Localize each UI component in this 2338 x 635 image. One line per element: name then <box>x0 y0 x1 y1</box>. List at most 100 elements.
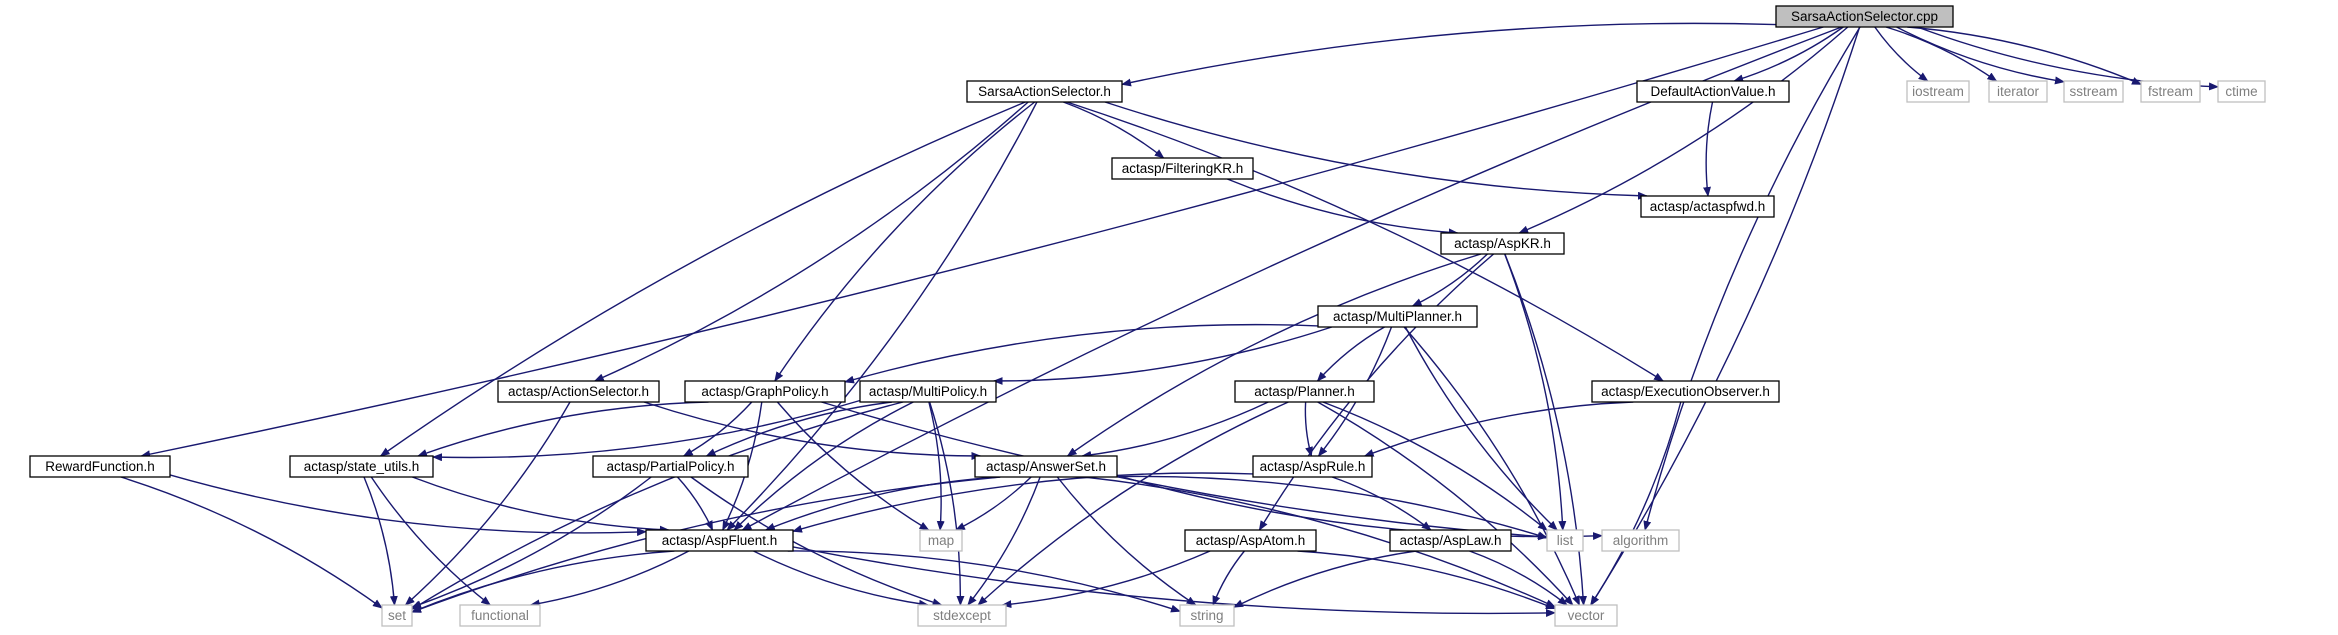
edge-gp_h-to-list <box>821 401 1548 541</box>
node-box <box>1389 529 1512 552</box>
node-eo-h[interactable]: actasp/ExecutionObserver.h <box>1591 380 1780 403</box>
node-pl-h[interactable]: actasp/Planner.h <box>1234 380 1375 403</box>
edge-pl_h-to-list <box>1322 401 1548 531</box>
node-box <box>459 604 541 627</box>
node-string: string <box>1179 604 1235 627</box>
edge-rf_h-to-set <box>120 476 383 609</box>
node-label: actasp/MultiPolicy.h <box>869 384 987 399</box>
node-box <box>966 80 1123 103</box>
edge-sas_h-to-gp_h <box>774 101 1036 382</box>
node-pp-h[interactable]: actasp/PartialPolicy.h <box>592 455 749 478</box>
edge-fkr_h-to-akr_h <box>1227 178 1459 237</box>
node-label: actasp/actaspfwd.h <box>1650 199 1766 214</box>
node-box <box>1988 80 2048 103</box>
edge-ans_h-to-stdexcept <box>967 476 1041 606</box>
node-al-h[interactable]: actasp/AspLaw.h <box>1389 529 1512 552</box>
edge-gp_h-to-pp_h <box>682 401 753 457</box>
node-mp-h[interactable]: actasp/MultiPlanner.h <box>1317 305 1478 328</box>
node-box <box>1640 195 1775 218</box>
node-rf-h[interactable]: RewardFunction.h <box>29 455 171 478</box>
node-sas-cpp[interactable]: SarsaActionSelector.cpp <box>1775 5 1954 28</box>
node-box <box>592 455 749 478</box>
node-box <box>1234 380 1375 403</box>
node-ctime: ctime <box>2217 80 2266 103</box>
edge-pl_h-to-stdexcept <box>977 401 1289 606</box>
node-gp-h[interactable]: actasp/GraphPolicy.h <box>684 380 846 403</box>
edge-eo_h-to-vector <box>1590 401 1682 606</box>
edge-sas_h-to-fkr_h <box>1063 101 1165 159</box>
edge-eo_h-to-ar_h <box>1363 401 1634 457</box>
edge-ans_h-to-string <box>1056 476 1197 606</box>
edge-sas_cpp-to-iterator <box>1885 26 1998 82</box>
edge-ar_h-to-af_h <box>792 472 1254 533</box>
edge-su_h-to-functional <box>370 476 491 606</box>
edge-su_h-to-af_h <box>412 476 670 534</box>
edge-sas_h-to-eo_h <box>1066 101 1664 382</box>
edge-akr_h-to-vector <box>1504 253 1588 606</box>
edge-pp_h-to-af_h <box>676 476 714 531</box>
edge-mpol_h-to-su_h <box>432 399 861 462</box>
edge-pl_h-to-vector <box>1317 401 1574 606</box>
node-label: stdexcept <box>933 608 991 623</box>
node-fkr-h[interactable]: actasp/FilteringKR.h <box>1111 157 1254 180</box>
node-algorithm: algorithm <box>1601 529 1680 552</box>
node-box <box>917 604 1007 627</box>
edge-ans_h-to-list <box>1116 475 1548 540</box>
node-label: fstream <box>2148 84 2193 99</box>
node-fstream: fstream <box>2140 80 2201 103</box>
node-fwd-h[interactable]: actasp/actaspfwd.h <box>1640 195 1775 218</box>
node-box <box>1252 455 1373 478</box>
node-box <box>974 455 1118 478</box>
node-sstream: sstream <box>2063 80 2124 103</box>
node-box <box>1554 604 1618 627</box>
node-sas-h[interactable]: SarsaActionSelector.h <box>966 80 1123 103</box>
node-label: actasp/AspFluent.h <box>662 533 778 548</box>
node-dav-h[interactable]: DefaultActionValue.h <box>1636 80 1790 103</box>
node-su-h[interactable]: actasp/state_utils.h <box>289 455 434 478</box>
node-box <box>29 455 171 478</box>
node-box <box>919 529 963 552</box>
edge-af_h-to-functional <box>529 550 690 608</box>
edge-ar_h-to-al_h <box>1331 476 1432 531</box>
node-box <box>1440 232 1565 255</box>
node-mpol-h[interactable]: actasp/MultiPolicy.h <box>859 380 997 403</box>
node-ar-h[interactable]: actasp/AspRule.h <box>1252 455 1373 478</box>
node-as-h[interactable]: actasp/ActionSelector.h <box>497 380 660 403</box>
edge-mpol_h-to-set <box>411 401 904 610</box>
node-label: string <box>1190 608 1223 623</box>
edge-ans_h-to-algorithm <box>1116 474 1603 541</box>
node-box <box>1636 80 1790 103</box>
edge-sas_cpp-to-fstream <box>1907 26 2142 85</box>
node-label: actasp/PartialPolicy.h <box>606 459 734 474</box>
edge-aa_h-to-stdexcept <box>1001 550 1211 609</box>
node-iostream: iostream <box>1906 80 1970 103</box>
edge-af_h-to-stdexcept <box>753 550 929 608</box>
node-aa-h[interactable]: actasp/AspAtom.h <box>1184 529 1317 552</box>
edge-sas_h-to-fwd_h <box>1104 101 1648 200</box>
edge-pp_h-to-set <box>411 476 652 609</box>
edge-sas_cpp-to-rf_h <box>140 26 1824 459</box>
edge-su_h-to-set <box>363 476 398 606</box>
node-label: actasp/AspAtom.h <box>1196 533 1306 548</box>
node-stdexcept: stdexcept <box>917 604 1007 627</box>
node-label: functional <box>471 608 529 623</box>
node-box <box>684 380 846 403</box>
node-akr-h[interactable]: actasp/AspKR.h <box>1440 232 1565 255</box>
node-ans-h[interactable]: actasp/AnswerSet.h <box>974 455 1118 478</box>
node-label: DefaultActionValue.h <box>1650 84 1775 99</box>
node-label: actasp/GraphPolicy.h <box>701 384 828 399</box>
node-label: SarsaActionSelector.h <box>978 84 1111 99</box>
edge-as_h-to-set <box>404 401 571 606</box>
node-box <box>2140 80 2201 103</box>
node-box <box>2063 80 2124 103</box>
node-label: actasp/AspKR.h <box>1454 236 1551 251</box>
edge-pl_h-to-ans_h <box>1081 401 1269 459</box>
node-label: list <box>1557 533 1574 548</box>
edge-sas_h-to-af_h <box>726 101 1038 531</box>
node-label: actasp/FilteringKR.h <box>1122 161 1244 176</box>
edge-gp_h-to-map <box>776 401 930 531</box>
node-label: actasp/Planner.h <box>1254 384 1355 399</box>
edge-sas_cpp-to-algorithm <box>1643 26 1861 531</box>
node-af-h[interactable]: actasp/AspFluent.h <box>645 529 794 552</box>
